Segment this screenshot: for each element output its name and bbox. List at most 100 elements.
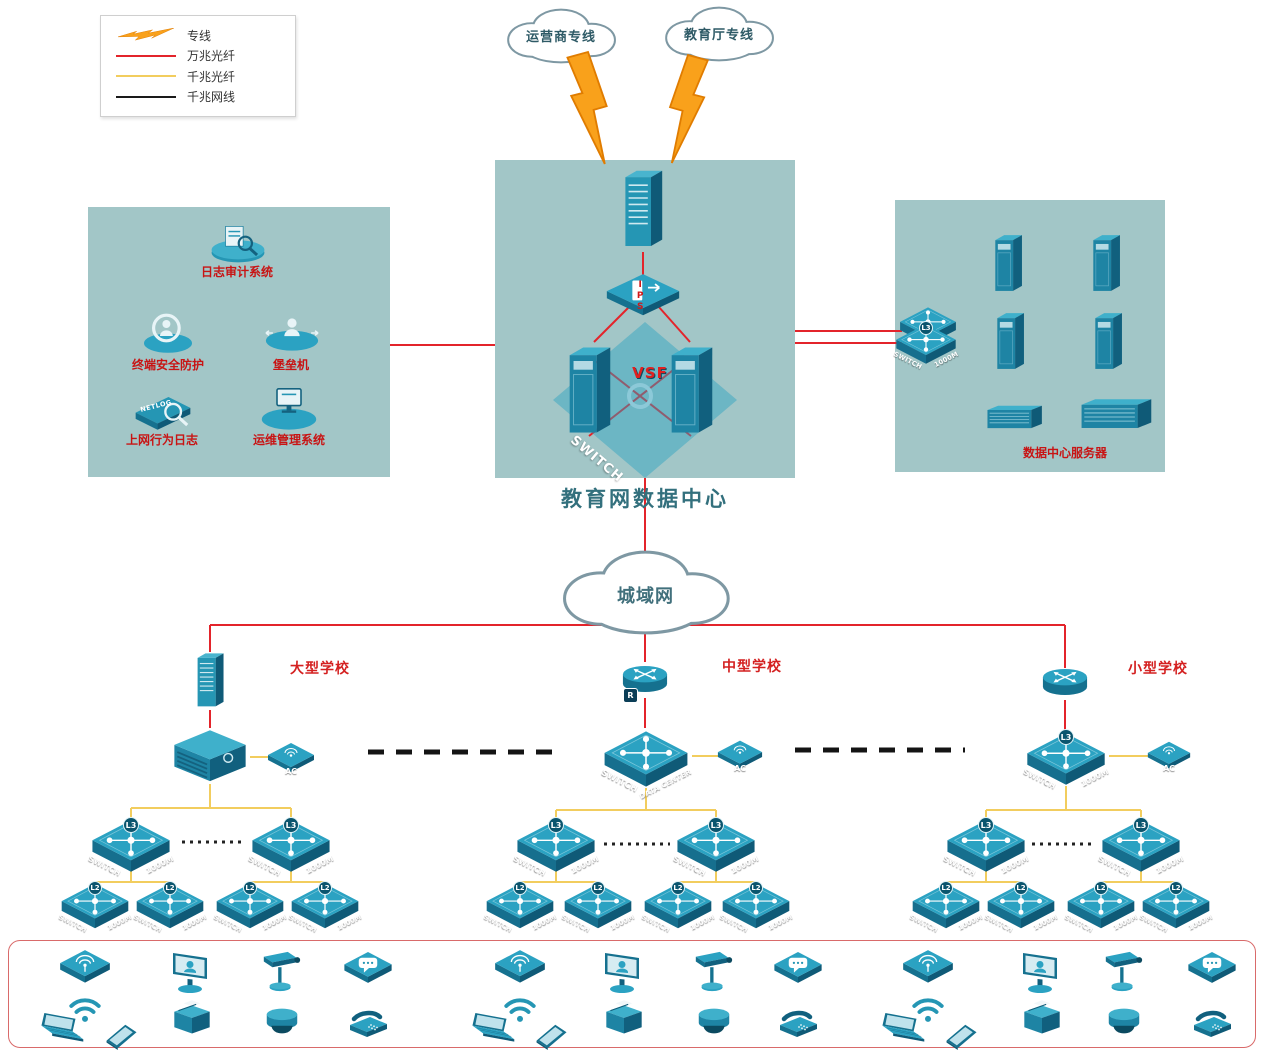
l2-badge: L2 [591, 881, 605, 896]
l3-switch: L3 SWITCH 1000M [942, 816, 1030, 878]
ac-label: AC [1162, 763, 1176, 773]
desktop-monitor-icon [1014, 950, 1066, 996]
l2-badge: L2 [939, 881, 953, 896]
ac-label: AC [284, 767, 298, 777]
datacenter-title: 教育网数据中心 [561, 487, 729, 511]
storage-rack [980, 398, 1044, 438]
wireless-ac: AC [716, 738, 764, 774]
server-tower [987, 308, 1033, 374]
printer-icon [166, 999, 218, 1040]
l2-badge: L2 [1169, 881, 1183, 896]
bastion-host-icon [256, 310, 328, 356]
dome-camera-icon [1104, 1002, 1144, 1042]
small-school-router [1041, 662, 1089, 702]
man-cloud-label: 城域网 [617, 586, 674, 607]
printer-icon [598, 999, 650, 1040]
l3-switch: L3 SWITCH 1000M [1097, 816, 1185, 878]
dc-access-switch: L3 SWITCH 1000M [892, 320, 960, 371]
lightning-icon [118, 28, 174, 41]
l3-badge: L3 [123, 817, 139, 834]
l2-switch: L2 SWITCH 1000M [482, 880, 558, 934]
voip-chat-icon [342, 950, 394, 988]
core-server-right [662, 338, 720, 442]
l2-switch: L2 SWITCH 1000M [212, 880, 288, 934]
carrier-cloud-label: 运营商专线 [525, 30, 596, 45]
log-audit-icon [200, 222, 276, 266]
legend: 专线 万兆光纤 千兆光纤 千兆网线 [100, 15, 296, 117]
l2-badge: L2 [1014, 881, 1028, 896]
lightning-bolt-left [556, 51, 620, 165]
l2-badge: L2 [749, 881, 763, 896]
medium-school-label: 中型学校 [722, 659, 782, 675]
laptop-icon [871, 1012, 926, 1048]
l2-badge: L2 [243, 881, 257, 896]
l2-switch: L2 SWITCH 1000M [132, 880, 208, 934]
laptop-icon [461, 1012, 516, 1048]
large-school-gateway [189, 650, 231, 712]
ips-appliance: IPS [604, 270, 682, 318]
smartphone-icon [528, 1020, 576, 1050]
legend-row-1g-fiber: 千兆光纤 [115, 66, 281, 86]
dome-camera-icon [694, 1002, 734, 1042]
l3-badge: L3 [1058, 729, 1074, 746]
server-tower [985, 230, 1031, 296]
l2-badge: L2 [318, 881, 332, 896]
smartphone-icon [938, 1020, 986, 1050]
education-cloud-label: 教育厅专线 [683, 28, 754, 43]
legend-label: 千兆网线 [187, 90, 236, 105]
fax-phone-icon [342, 1008, 394, 1044]
endpoint-protection-icon [134, 308, 202, 356]
ptz-camera-icon [1102, 948, 1146, 996]
legend-label: 专线 [187, 28, 212, 43]
ac-label: AC [733, 763, 747, 773]
netlog-label: 上网行为日志 [125, 433, 198, 447]
l3-badge: L3 [1133, 817, 1149, 834]
ops-management-icon [252, 384, 326, 432]
l2-switch: L2 SWITCH 1000M [57, 880, 133, 934]
l2-switch: L2 SWITCH 1000M [287, 880, 363, 934]
server-tower [1083, 230, 1129, 296]
core-firewall [616, 166, 670, 254]
red-line-icon [116, 54, 176, 57]
l3-badge: L3 [978, 817, 994, 834]
l3-switch: L3 SWITCH 1000M [512, 816, 600, 878]
l2-switch: L2 SWITCH 1000M [908, 880, 984, 934]
l3-switch: L3 SWITCH 1000M [87, 816, 175, 878]
ops-management-label: 运维管理系统 [252, 433, 325, 447]
l2-badge: L2 [671, 881, 685, 896]
bastion-host-label: 堡垒机 [272, 358, 309, 372]
wireless-ap-icon [58, 948, 112, 988]
server-tower [1085, 308, 1131, 374]
endpoint-protection-label: 终端安全防护 [131, 358, 204, 372]
large-school-label: 大型学校 [290, 661, 350, 677]
wireless-ac: AC [1146, 739, 1192, 774]
log-audit-label: 日志审计系统 [200, 265, 273, 279]
voip-chat-icon [1186, 950, 1238, 988]
wireless-ap-icon [493, 948, 547, 988]
printer-icon [1016, 999, 1068, 1040]
dome-camera-icon [262, 1002, 302, 1042]
l3-badge: L3 [548, 817, 564, 834]
router-badge: R [622, 687, 638, 703]
l2-badge: L2 [1094, 881, 1108, 896]
small-school-core-switch: L3 SWITCH 1000M [1022, 728, 1110, 791]
smartphone-icon [98, 1020, 146, 1050]
l3-badge: L3 [708, 817, 724, 834]
l2-badge: L2 [163, 881, 177, 896]
legend-row-dedicated: 专线 [115, 25, 281, 45]
l2-switch: L2 SWITCH 1000M [1138, 880, 1214, 934]
server-panel-caption: 数据中心服务器 [1022, 446, 1107, 460]
desktop-monitor-icon [596, 950, 648, 996]
ptz-camera-icon [692, 948, 736, 996]
desktop-monitor-icon [164, 950, 216, 996]
black-line-icon [116, 95, 176, 98]
small-school-label: 小型学校 [1128, 661, 1188, 677]
large-school-core-server [170, 726, 250, 784]
lightning-bolt-right [658, 54, 718, 164]
netlog-icon: NETLOG [126, 386, 200, 436]
legend-row-1g-cable: 千兆网线 [115, 87, 281, 107]
vsf-label: VSF [632, 364, 668, 382]
l3-switch: L3 SWITCH 1000M [672, 816, 760, 878]
voip-chat-icon [772, 950, 824, 988]
